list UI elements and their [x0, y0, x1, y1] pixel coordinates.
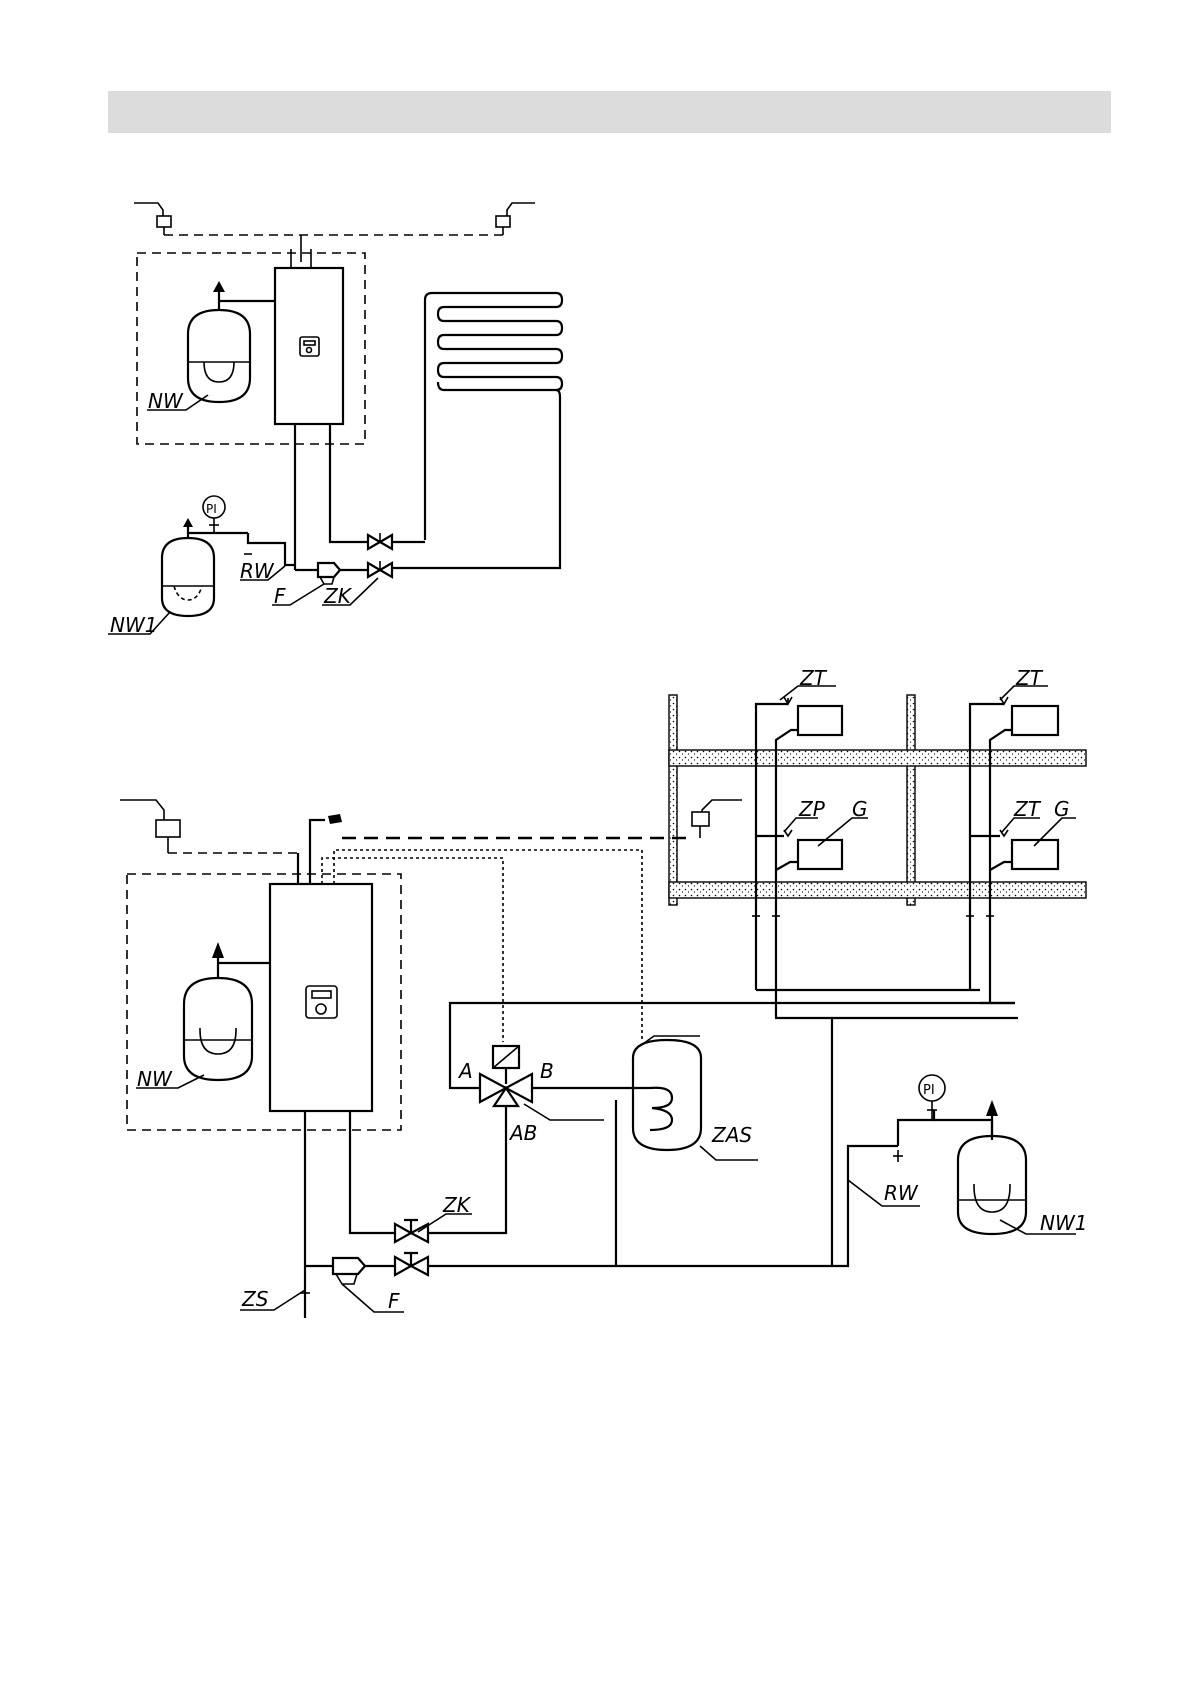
label-zp: ZP — [798, 797, 826, 821]
three-way-valve — [450, 1003, 1015, 1120]
shutoff-valve-return — [368, 561, 392, 577]
label-nw1: NW1 — [110, 613, 157, 637]
floor-heating-coil — [392, 293, 562, 568]
expansion-vessel-nw — [188, 281, 275, 402]
room-sensor-indoor — [692, 800, 742, 838]
pressure-gauge-pi-2: PI — [919, 1075, 945, 1120]
label-zt-3: ZT — [1013, 797, 1042, 821]
label-zs: ZS — [241, 1287, 269, 1311]
boiler-enclosure-2 — [127, 874, 401, 1130]
room-sensor-right — [496, 203, 535, 235]
label-pi-2: PI — [923, 1083, 935, 1098]
diagram-1: NW — [108, 203, 562, 637]
label-rw: RW — [240, 559, 275, 583]
label-g-2: G — [1054, 797, 1070, 821]
label-zt-1: ZT — [799, 666, 828, 690]
label-zk-2: ZK — [442, 1193, 472, 1217]
radiator-1 — [798, 706, 842, 735]
boiler-controller-icon-2 — [306, 986, 337, 1018]
radiator-3 — [1012, 706, 1058, 735]
label-zk: ZK — [323, 584, 353, 608]
label-rw-2: RW — [884, 1181, 919, 1205]
riser-right — [966, 686, 1076, 1003]
label-zas: ZAS — [711, 1123, 752, 1147]
label-nw: NW — [148, 389, 184, 413]
expansion-vessel-nw-2 — [184, 942, 270, 1080]
flue-hatch-icon — [328, 814, 342, 824]
pressure-gauge-pi: PI — [203, 496, 225, 533]
riser-left — [752, 686, 980, 1018]
label-pi: PI — [206, 502, 217, 516]
label-nw-2: NW — [137, 1067, 173, 1091]
room-sensor-left — [134, 203, 171, 235]
label-f-2: F — [388, 1289, 400, 1313]
shutoff-valve-flow — [368, 533, 392, 549]
label-ab: AB — [508, 1121, 537, 1145]
filter-f — [318, 563, 340, 584]
shutoff-valve-return-2 — [395, 1253, 428, 1275]
label-zt-2: ZT — [1015, 666, 1044, 690]
expansion-vessel-nw1 — [162, 518, 248, 616]
label-nw1-2: NW1 — [1040, 1211, 1087, 1235]
boiler-controller-icon — [300, 337, 319, 356]
room-sensor-outdoor — [120, 800, 180, 853]
hot-water-tank-zas — [616, 1036, 701, 1266]
shutoff-valve-flow-2 — [395, 1220, 428, 1242]
diagram-2: NW A B AB — [120, 666, 1087, 1318]
label-a: A — [457, 1059, 473, 1083]
label-g-1: G — [852, 797, 868, 821]
label-f: F — [274, 584, 286, 608]
label-b: B — [540, 1059, 554, 1083]
boiler-unit — [275, 268, 343, 424]
filter-f-2 — [333, 1258, 365, 1284]
